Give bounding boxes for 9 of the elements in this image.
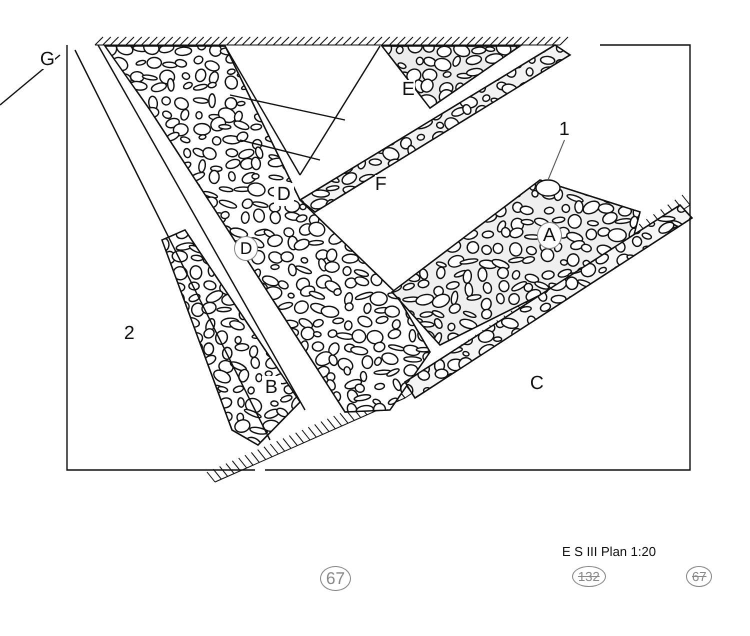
area-number: 1: [559, 120, 570, 139]
area-letter: G: [40, 50, 55, 69]
page-number: 67: [320, 566, 351, 591]
page-number: 132: [572, 566, 606, 587]
plan-caption: E S III Plan 1:20: [562, 545, 656, 558]
area-letter: B: [262, 376, 281, 399]
area-letter: D: [274, 183, 294, 206]
page-number: 67: [686, 566, 712, 587]
leader-line: [548, 140, 565, 180]
